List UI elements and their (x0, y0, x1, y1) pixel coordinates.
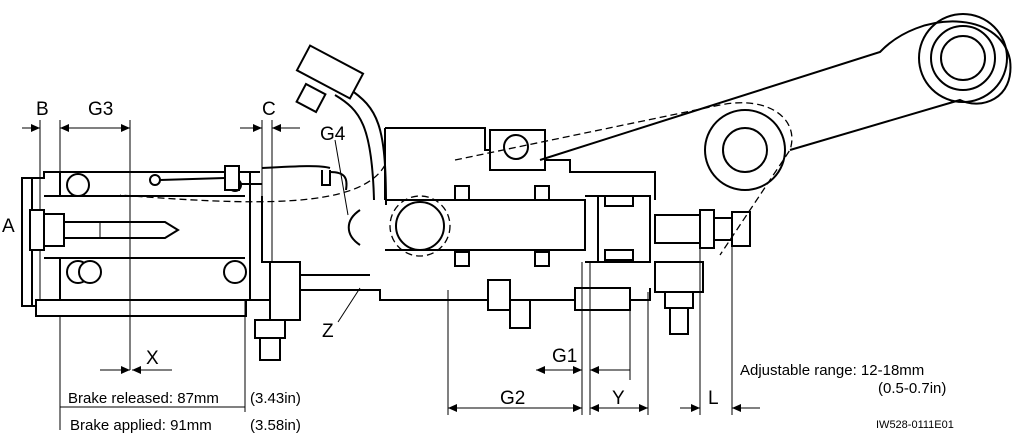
note-brake-released-in: (3.43in) (250, 390, 301, 407)
notes: Brake released: 87mm (3.43in) Brake appl… (68, 362, 946, 434)
note-adjustable-range-in: (0.5-0.7in) (878, 380, 946, 397)
label-l: L (708, 388, 719, 409)
detent-balls (66, 173, 247, 284)
note-brake-applied: Brake applied: 91mm (70, 417, 212, 434)
label-a: A (2, 216, 15, 237)
note-brake-applied-in: (3.58in) (250, 417, 301, 434)
label-c: C (262, 99, 276, 120)
note-adjustable-range: Adjustable range: 12-18mm (740, 362, 924, 379)
label-g1: G1 (552, 346, 577, 367)
label-z: Z (322, 321, 334, 342)
right-adjuster (654, 209, 751, 249)
figure-id: IW528-0111E01 (876, 419, 954, 431)
dimension-lines (22, 120, 760, 430)
label-y: Y (612, 388, 625, 409)
lever-arm (119, 13, 1012, 256)
label-g3: G3 (88, 99, 113, 120)
lower-fittings (254, 279, 694, 361)
central-body (250, 127, 704, 321)
adjuster-rod (29, 209, 180, 251)
return-spring (224, 165, 348, 191)
label-g2: G2 (500, 388, 525, 409)
label-g4: G4 (320, 124, 346, 145)
label-b: B (36, 99, 49, 120)
grease-fitting-g4 (295, 44, 387, 206)
labels: B G3 C G4 A Z X G1 G2 Y L (2, 99, 719, 409)
label-x: X (146, 348, 159, 369)
pivot-hole (149, 174, 161, 186)
note-brake-released: Brake released: 87mm (68, 390, 219, 407)
